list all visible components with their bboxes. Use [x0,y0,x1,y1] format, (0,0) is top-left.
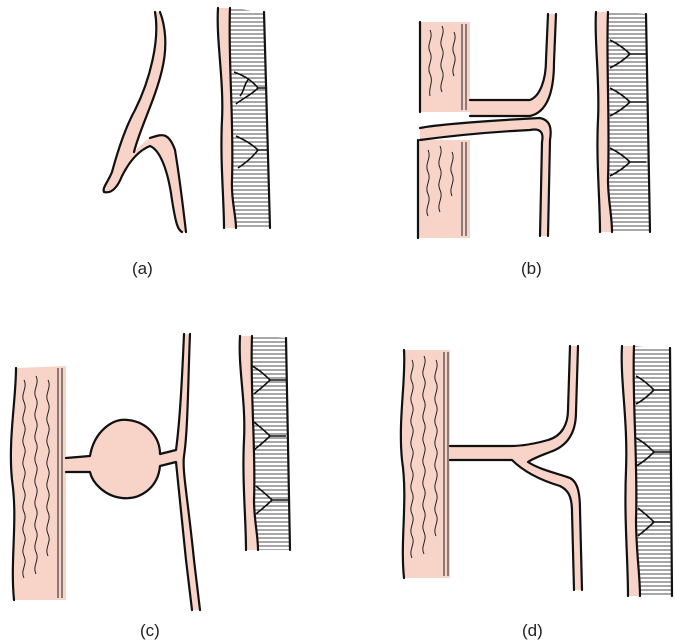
panel-d-nerve-trunk [401,350,450,578]
panel-a-muscle-fibre [218,8,270,228]
panel-d-label: (d) [522,621,543,640]
panel-d: (d) [401,346,672,640]
panel-a-label: (a) [132,259,153,278]
panel-c-muscle-fibre [240,336,290,550]
panel-a-axon [104,12,186,232]
panel-c-nerve-trunk [11,366,66,600]
panel-a: (a) [104,8,270,278]
panel-c-label: (c) [140,621,160,640]
panel-b-label: (b) [521,259,542,278]
panel-d-muscle-fibre [622,346,672,596]
panel-d-axon-branch [450,346,582,590]
panel-b-muscle-fibre [596,12,650,232]
panel-b: (b) [418,12,650,278]
panel-c: (c) [11,334,290,640]
panel-c-neuroma [66,334,200,610]
